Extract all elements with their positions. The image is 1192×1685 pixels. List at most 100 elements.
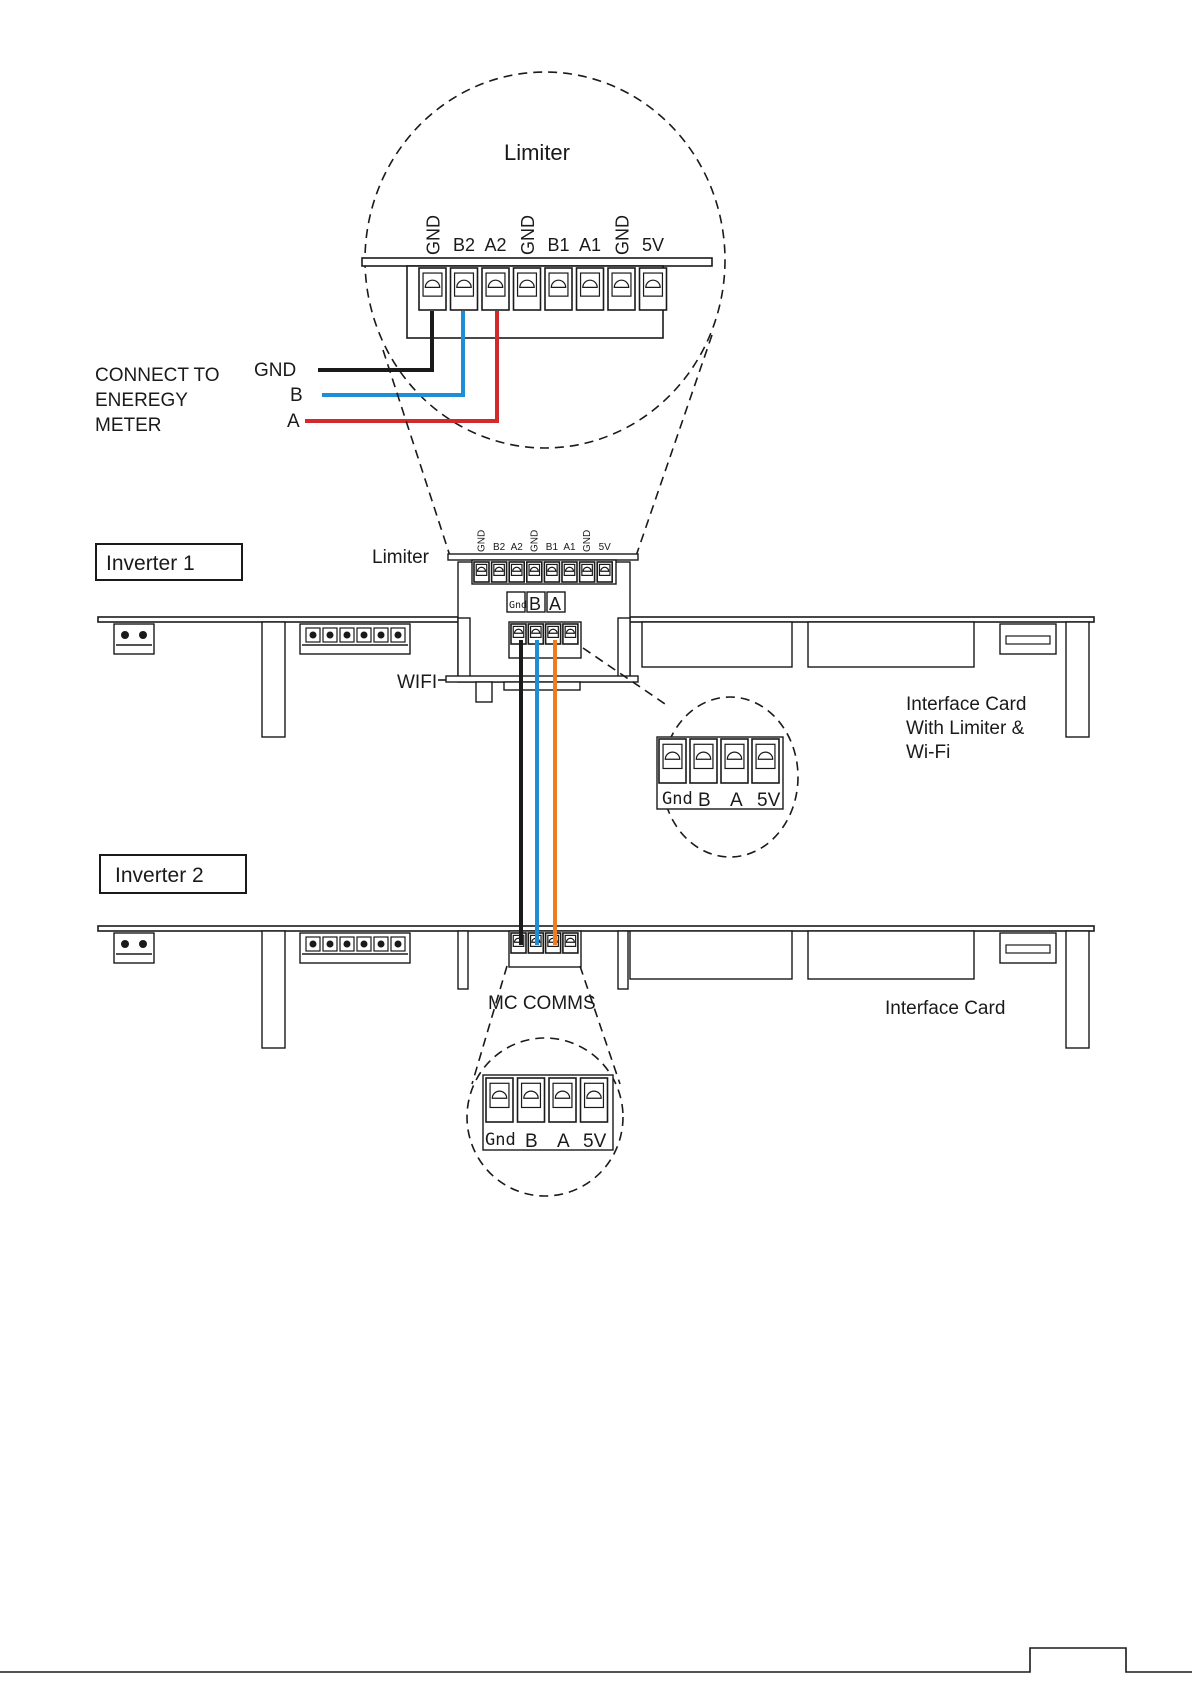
inverter-1-6pin-connector (300, 624, 410, 654)
meter-caption: CONNECT TO ENEREGY METER (95, 365, 220, 436)
inv1-limiter-terminal-8 (597, 562, 612, 582)
inverter-2-label: Inverter 2 (115, 864, 204, 887)
meter-wire-label-b: B (290, 385, 303, 406)
inv1-limiter-terminal-2 (492, 562, 507, 582)
inv2-comms-terminal-1 (511, 933, 526, 953)
meter-caption-line-1: CONNECT TO (95, 365, 220, 386)
inv1-limiter-label-gnd-3: GND (582, 530, 593, 552)
inverter-1-card-label-line-1: Interface Card (906, 694, 1026, 715)
inverter-2-bracket-right (618, 931, 628, 989)
inverter-1-wifi-label: WIFI (397, 672, 437, 693)
inverter-1: Inverter 1 GND B2 A2 GND (96, 530, 1094, 763)
limiter-zoom-terminal-labels: GND B2 A2 GND B1 A1 GND 5V (424, 215, 665, 255)
meter-wire-label-gnd: GND (254, 360, 296, 381)
inv2-comms-terminal-4 (563, 933, 578, 953)
inv1-limiter-terminal-1 (474, 562, 489, 582)
limiter-zoom-title: Limiter (504, 140, 570, 165)
inv2-zoom-label-b: B (525, 1131, 538, 1152)
inverter-1-label: Inverter 1 (106, 552, 195, 575)
terminal-label-a1: A1 (579, 235, 601, 255)
inv1-comms-tag-a: A (549, 594, 561, 614)
terminal-label-a2: A2 (484, 235, 506, 255)
inv1-limiter-terminal-4 (527, 562, 542, 582)
inv1-comms-terminal-4 (563, 624, 578, 644)
inv2-zoom-label-a: A (557, 1131, 570, 1152)
limiter-zoom-terminal-2 (451, 268, 478, 310)
inv1-limiter-label-a1: A1 (563, 542, 576, 553)
inverter-2-2pin-connector (114, 933, 154, 963)
meter-caption-line-3: METER (95, 415, 162, 436)
inv1-limiter-terminal-7 (580, 562, 595, 582)
inv1-zoom-label-gnd: Gnd (662, 789, 693, 809)
inverter-2-post-2 (1066, 931, 1089, 1048)
inverter-2-6pin-connector (300, 933, 410, 963)
limiter-zoom-terminal-1 (419, 268, 446, 310)
inverter-1-comms-tag: Gnd B A (507, 592, 565, 614)
inv2-zoom-terminal-1 (486, 1078, 513, 1122)
inverter-1-limiter-label: Limiter (372, 547, 430, 568)
inv1-zoom-label-a: A (730, 790, 743, 811)
inv1-comms-terminal-1 (511, 624, 526, 644)
inv1-limiter-terminal-6 (562, 562, 577, 582)
inverter-2: Inverter 2 MC COMMS Interface Card (98, 855, 1094, 1048)
page-footer-rule (0, 1648, 1192, 1672)
inverter-1-component-2 (808, 622, 974, 667)
inverter-2-comms-label: MC COMMS (488, 993, 596, 1014)
inverter-1-card-label-line-3: Wi-Fi (906, 742, 950, 763)
inv1-limiter-label-gnd-2: GND (529, 530, 540, 552)
terminal-label-b1: B1 (547, 235, 569, 255)
limiter-zoom-terminal-7 (608, 268, 635, 310)
inverter-1-card-label: Interface Card With Limiter & Wi-Fi (906, 694, 1026, 763)
inverter-2-post-1 (262, 931, 285, 1048)
meter-wire-label-a: A (287, 411, 300, 432)
inv2-zoom-label-5v: 5V (583, 1131, 607, 1152)
terminal-label-gnd-2: GND (518, 215, 538, 255)
terminal-label-gnd-1: GND (424, 215, 444, 255)
inverter-1-wifi-module: WIFI (397, 672, 638, 702)
inv1-zoom-terminal-3 (721, 739, 748, 783)
inv1-limiter-label-b1: B1 (546, 542, 559, 553)
inv1-comms-tag-b: B (529, 594, 541, 614)
inverter-2-dip-switch (1000, 933, 1056, 963)
limiter-zoom-terminal-4 (514, 268, 541, 310)
inverter-2-component-1 (630, 931, 792, 979)
inv2-zoom-label-gnd: Gnd (485, 1130, 516, 1150)
inv2-zoom-terminal-2 (518, 1078, 545, 1122)
inv1-zoom-terminal-2 (690, 739, 717, 783)
inv1-limiter-label-5v: 5V (599, 542, 612, 553)
inv2-zoom-terminal-4 (581, 1078, 608, 1122)
inv1-limiter-label-b2: B2 (493, 542, 506, 553)
inverter-1-component-1 (642, 622, 792, 667)
limiter-zoom-terminal-5 (545, 268, 572, 310)
terminal-label-gnd-3: GND (613, 215, 633, 255)
inv1-comms-tag-gnd: Gnd (509, 600, 527, 611)
inv1-limiter-label-gnd-1: GND (477, 530, 488, 552)
inv1-limiter-terminal-5 (544, 562, 559, 582)
inverter-1-post-1 (262, 622, 285, 737)
limiter-zoom-terminal-8 (640, 268, 667, 310)
inverter-1-2pin-connector (114, 624, 154, 654)
inv1-limiter-terminal-3 (509, 562, 524, 582)
terminal-label-b2: B2 (453, 235, 475, 255)
limiter-zoom-board-edge (362, 258, 712, 266)
inverter-1-dip-switch (1000, 624, 1056, 654)
inverter-1-limiter-terminal-labels: GND B2 A2 GND B1 A1 GND 5V (477, 530, 612, 553)
limiter-zoom-bubble: Limiter GND B2 A2 GND B1 A1 GND 5V (362, 72, 725, 448)
inverter-2-board (98, 926, 1094, 931)
limiter-zoom-terminal-3 (482, 268, 509, 310)
limiter-zoom-terminal-6 (577, 268, 604, 310)
inverter-2-card-label: Interface Card (885, 998, 1005, 1019)
inverter-2-component-2 (808, 931, 974, 979)
inv1-zoom-label-b: B (698, 790, 711, 811)
inverter-1-card-label-line-2: With Limiter & (906, 718, 1025, 739)
inv2-zoom-terminal-3 (549, 1078, 576, 1122)
terminal-label-5v: 5V (642, 235, 664, 255)
inv1-zoom-terminal-4 (752, 739, 779, 783)
inverter-2-bracket-left (458, 931, 468, 989)
inv1-zoom-label-5v: 5V (757, 790, 781, 811)
inv1-limiter-label-a2: A2 (511, 542, 524, 553)
meter-caption-line-2: ENEREGY (95, 390, 188, 411)
inv1-zoom-terminal-1 (659, 739, 686, 783)
inverter-1-post-2 (1066, 622, 1089, 737)
